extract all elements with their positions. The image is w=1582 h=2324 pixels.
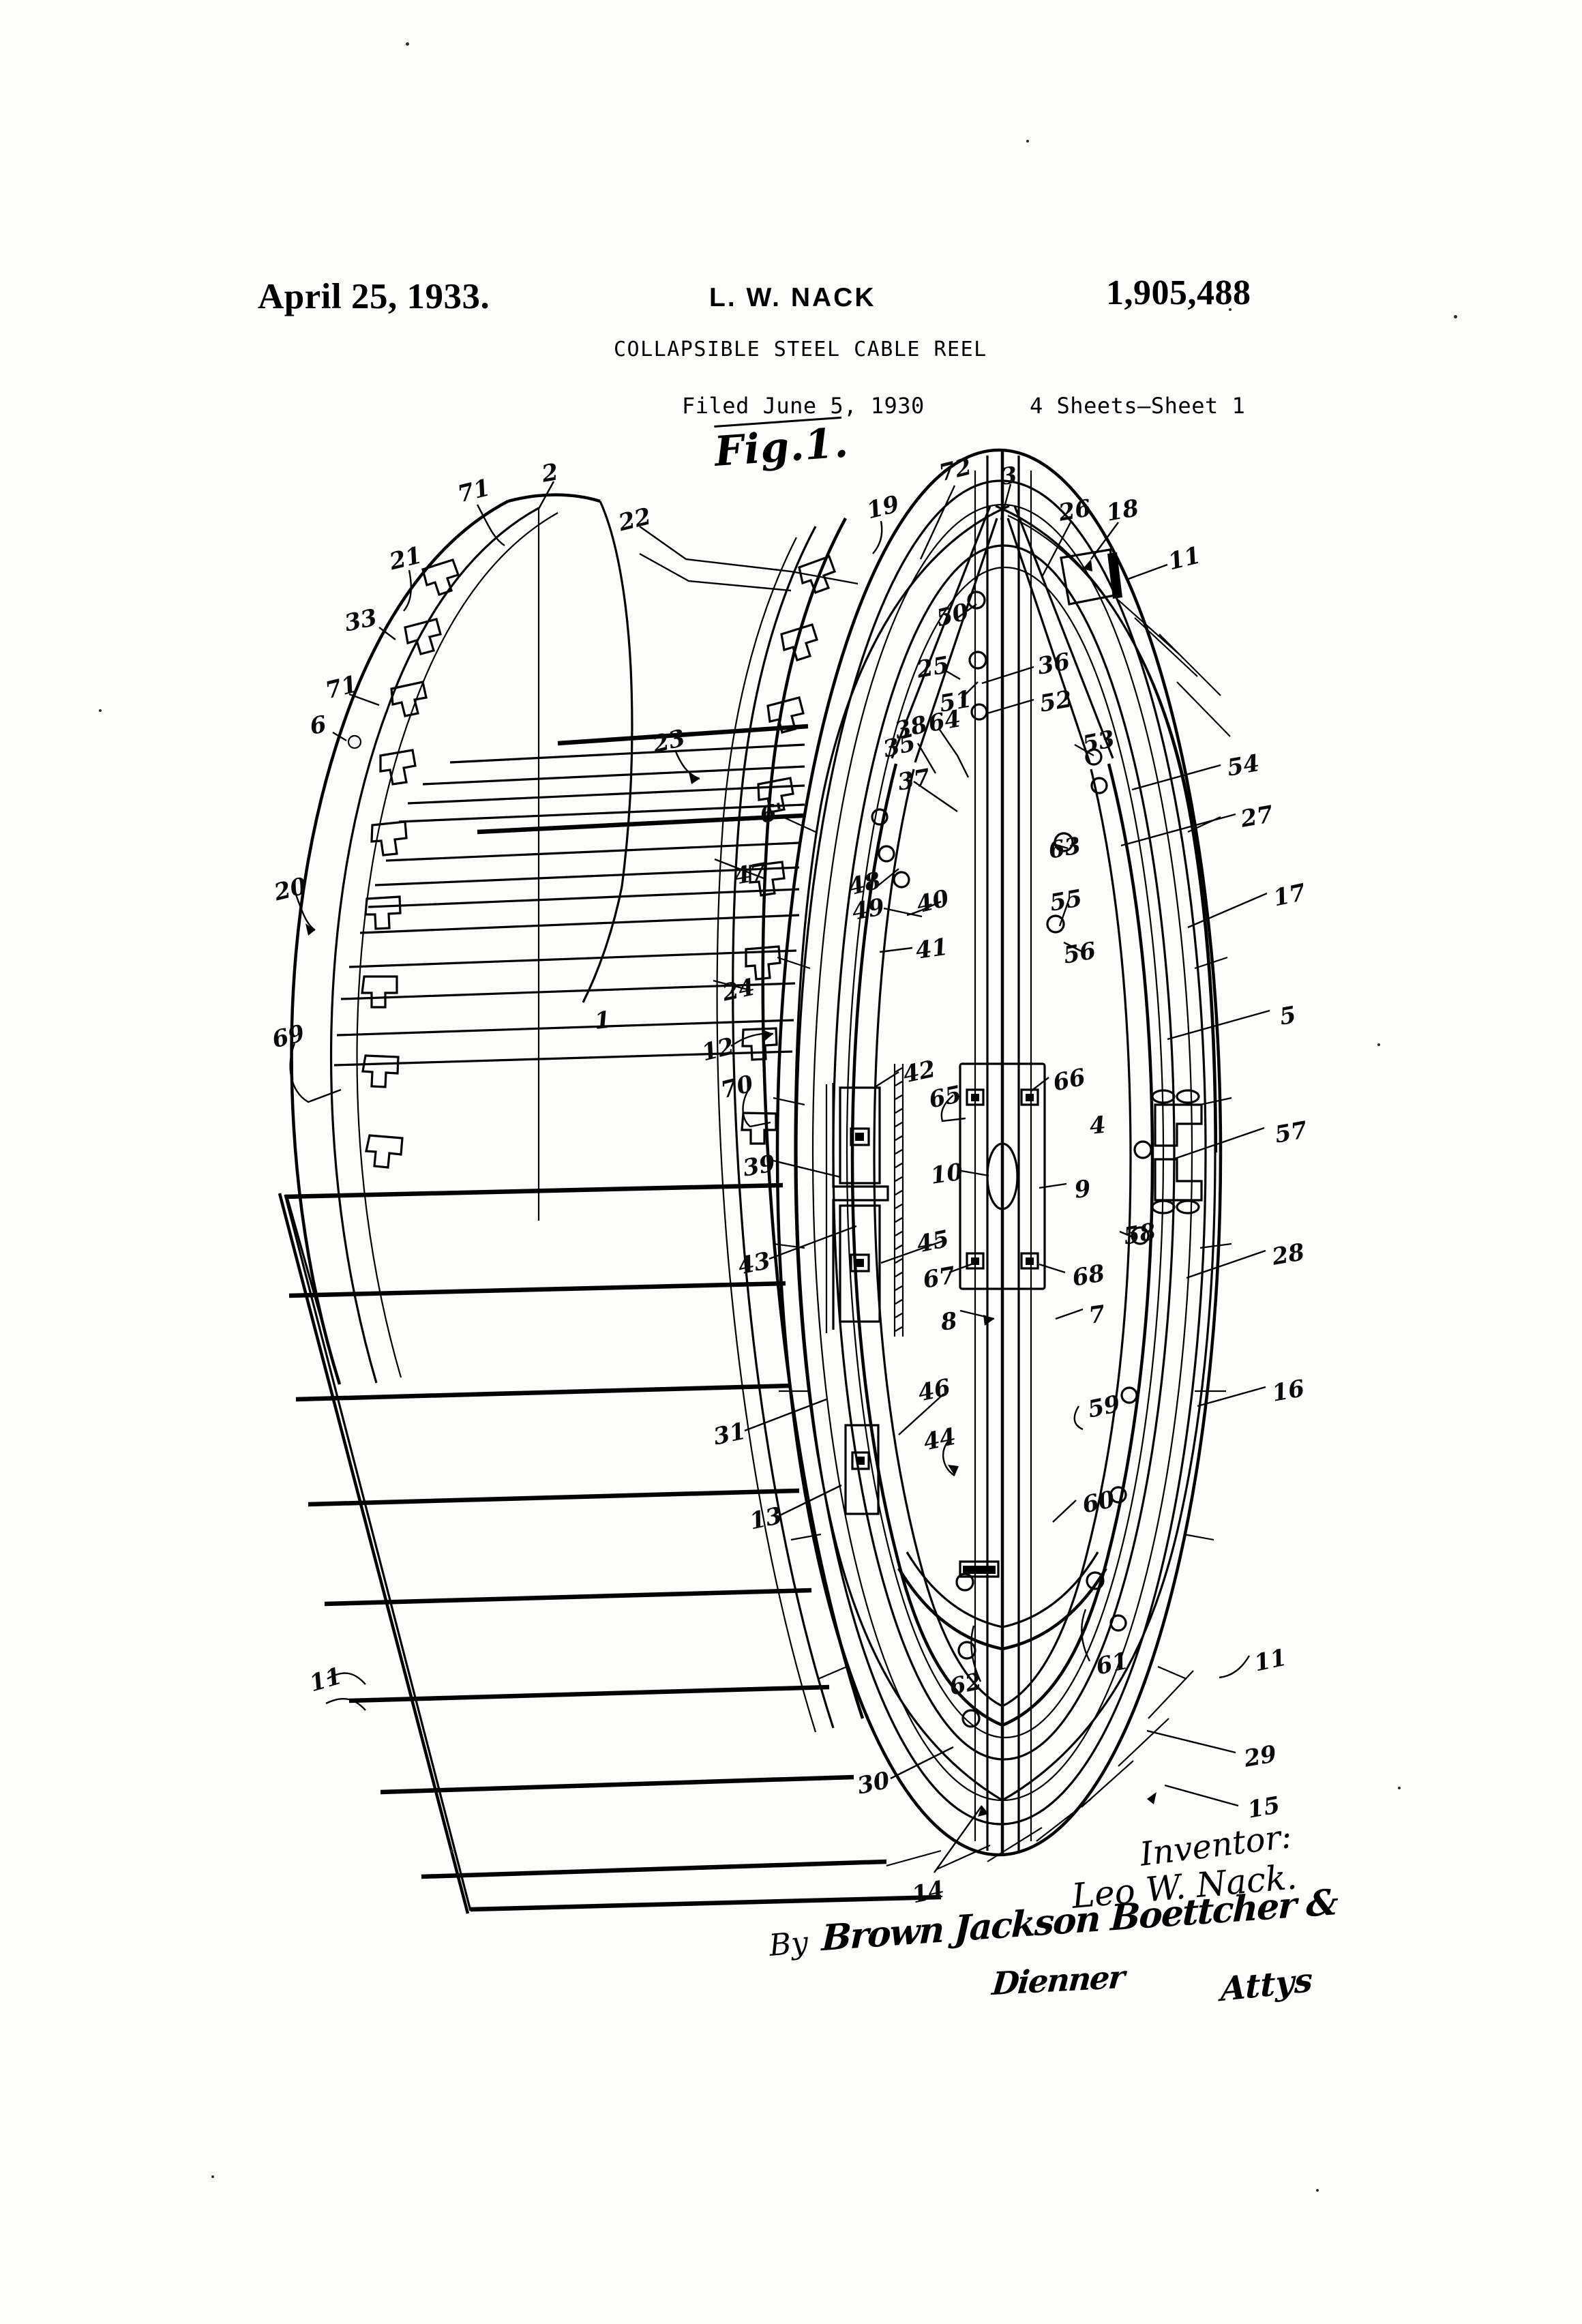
reference-numeral-6: 6 bbox=[308, 711, 329, 741]
scan-speck bbox=[1377, 1043, 1380, 1046]
reference-numeral-11b: 11 bbox=[1251, 1643, 1289, 1678]
scan-speck bbox=[99, 709, 102, 712]
reference-numeral-55: 55 bbox=[1047, 884, 1085, 917]
reference-numeral-31: 31 bbox=[711, 1417, 749, 1451]
reference-numeral-46: 46 bbox=[915, 1373, 953, 1407]
reference-numeral-33: 33 bbox=[342, 604, 380, 638]
reference-numeral-11a: 11 bbox=[1165, 541, 1204, 576]
scan-speck bbox=[1229, 308, 1232, 311]
sheet-count: 4 Sheets–Sheet 1 bbox=[1030, 393, 1246, 419]
reference-numeral-39: 39 bbox=[741, 1150, 778, 1182]
patent-number: 1,905,488 bbox=[1106, 273, 1251, 312]
scan-speck bbox=[211, 2175, 214, 2178]
reference-numeral-71a: 71 bbox=[455, 474, 493, 509]
reference-numeral-50: 50 bbox=[934, 598, 972, 633]
reference-numeral-18: 18 bbox=[1104, 494, 1141, 527]
reference-numeral-22: 22 bbox=[616, 503, 654, 537]
reference-numeral-49: 49 bbox=[850, 893, 887, 926]
reference-numeral-66: 66 bbox=[1050, 1063, 1088, 1097]
reference-numeral-56: 56 bbox=[1061, 937, 1099, 970]
reference-numeral-47: 47 bbox=[732, 858, 769, 891]
reference-numeral-58: 58 bbox=[1121, 1218, 1159, 1251]
reference-numeral-19: 19 bbox=[864, 490, 902, 525]
reference-numeral-43: 43 bbox=[735, 1247, 773, 1281]
reference-numeral-72: 72 bbox=[936, 453, 974, 488]
reference-numeral-35: 35 bbox=[880, 729, 919, 764]
reference-numeral-10: 10 bbox=[929, 1158, 965, 1190]
reference-numeral-2: 2 bbox=[539, 458, 561, 488]
reference-numeral-71b: 71 bbox=[323, 670, 361, 705]
reference-numeral-24: 24 bbox=[719, 973, 758, 1007]
reference-numeral-21: 21 bbox=[387, 541, 425, 576]
reference-numeral-4: 4 bbox=[1088, 1111, 1107, 1140]
reference-numeral-54: 54 bbox=[1225, 749, 1262, 782]
reference-numeral-20: 20 bbox=[271, 872, 310, 907]
reference-numeral-40: 40 bbox=[914, 884, 952, 919]
reference-numeral-61: 61 bbox=[1093, 1647, 1131, 1681]
reference-numeral-37: 37 bbox=[895, 764, 933, 796]
reference-numeral-36: 36 bbox=[1035, 648, 1073, 681]
reference-numeral-52: 52 bbox=[1037, 685, 1075, 718]
reference-numeral-17: 17 bbox=[1270, 878, 1309, 912]
reference-numeral-7: 7 bbox=[1087, 1300, 1107, 1330]
reference-numeral-6p: 6' bbox=[758, 798, 786, 829]
reference-numeral-26: 26 bbox=[1056, 494, 1094, 527]
reference-numeral-28: 28 bbox=[1270, 1238, 1307, 1271]
reference-numeral-69: 69 bbox=[269, 1019, 308, 1054]
reference-numeral-59: 59 bbox=[1085, 1390, 1123, 1424]
scan-speck bbox=[1398, 1787, 1401, 1789]
reference-numeral-65: 65 bbox=[926, 1080, 964, 1114]
by-label: By bbox=[767, 1925, 810, 1963]
reference-numeral-44: 44 bbox=[921, 1422, 959, 1457]
reference-numeral-1: 1 bbox=[593, 1006, 612, 1035]
reference-numeral-63: 63 bbox=[1046, 832, 1084, 865]
scan-speck bbox=[406, 42, 409, 46]
attorney-firm-signature-line2: Dienner bbox=[990, 1958, 1126, 2003]
attorneys-label: Attys bbox=[1221, 1961, 1313, 2010]
figure-label: Fig.1. bbox=[713, 419, 850, 476]
scan-speck bbox=[450, 1849, 453, 1853]
reference-numeral-16: 16 bbox=[1270, 1375, 1307, 1407]
reference-numeral-41: 41 bbox=[914, 933, 950, 965]
reference-numeral-42: 42 bbox=[900, 1055, 938, 1089]
reference-numeral-62: 62 bbox=[946, 1667, 985, 1701]
reference-numeral-23: 23 bbox=[650, 724, 688, 759]
scan-speck bbox=[1026, 140, 1029, 143]
reference-numeral-13: 13 bbox=[747, 1502, 785, 1536]
patent-title: COLLAPSIBLE STEEL CABLE REEL bbox=[614, 338, 987, 361]
reference-numeral-70: 70 bbox=[718, 1070, 756, 1105]
reference-numeral-29: 29 bbox=[1242, 1740, 1279, 1773]
patent-date: April 25, 1933. bbox=[258, 277, 490, 316]
scan-speck bbox=[1454, 315, 1457, 318]
filing-date: Filed June 5, 1930 bbox=[682, 393, 925, 419]
reference-numeral-25: 25 bbox=[914, 651, 952, 684]
reference-numeral-45: 45 bbox=[914, 1225, 952, 1259]
reference-numeral-8: 8 bbox=[939, 1307, 959, 1337]
reference-numeral-14: 14 bbox=[909, 1875, 947, 1909]
scan-speck bbox=[1316, 2189, 1319, 2192]
reference-numeral-30: 30 bbox=[854, 1766, 893, 1800]
inventor-name-header: L. W. NACK bbox=[709, 283, 876, 312]
reference-numeral-3: 3 bbox=[999, 461, 1019, 491]
reference-numeral-12: 12 bbox=[699, 1032, 737, 1067]
reference-numeral-64: 64 bbox=[926, 705, 964, 738]
reference-numeral-9: 9 bbox=[1073, 1174, 1093, 1204]
reference-numeral-67: 67 bbox=[921, 1262, 958, 1294]
reference-numeral-11c: 11 bbox=[306, 1662, 346, 1698]
reference-numeral-27: 27 bbox=[1238, 801, 1276, 833]
reference-numeral-68: 68 bbox=[1070, 1260, 1107, 1292]
reference-numeral-53: 53 bbox=[1079, 725, 1118, 759]
reference-numeral-60: 60 bbox=[1079, 1485, 1118, 1519]
reference-numeral-5a: 5 bbox=[1277, 1001, 1298, 1031]
reference-numeral-57: 57 bbox=[1272, 1116, 1310, 1149]
